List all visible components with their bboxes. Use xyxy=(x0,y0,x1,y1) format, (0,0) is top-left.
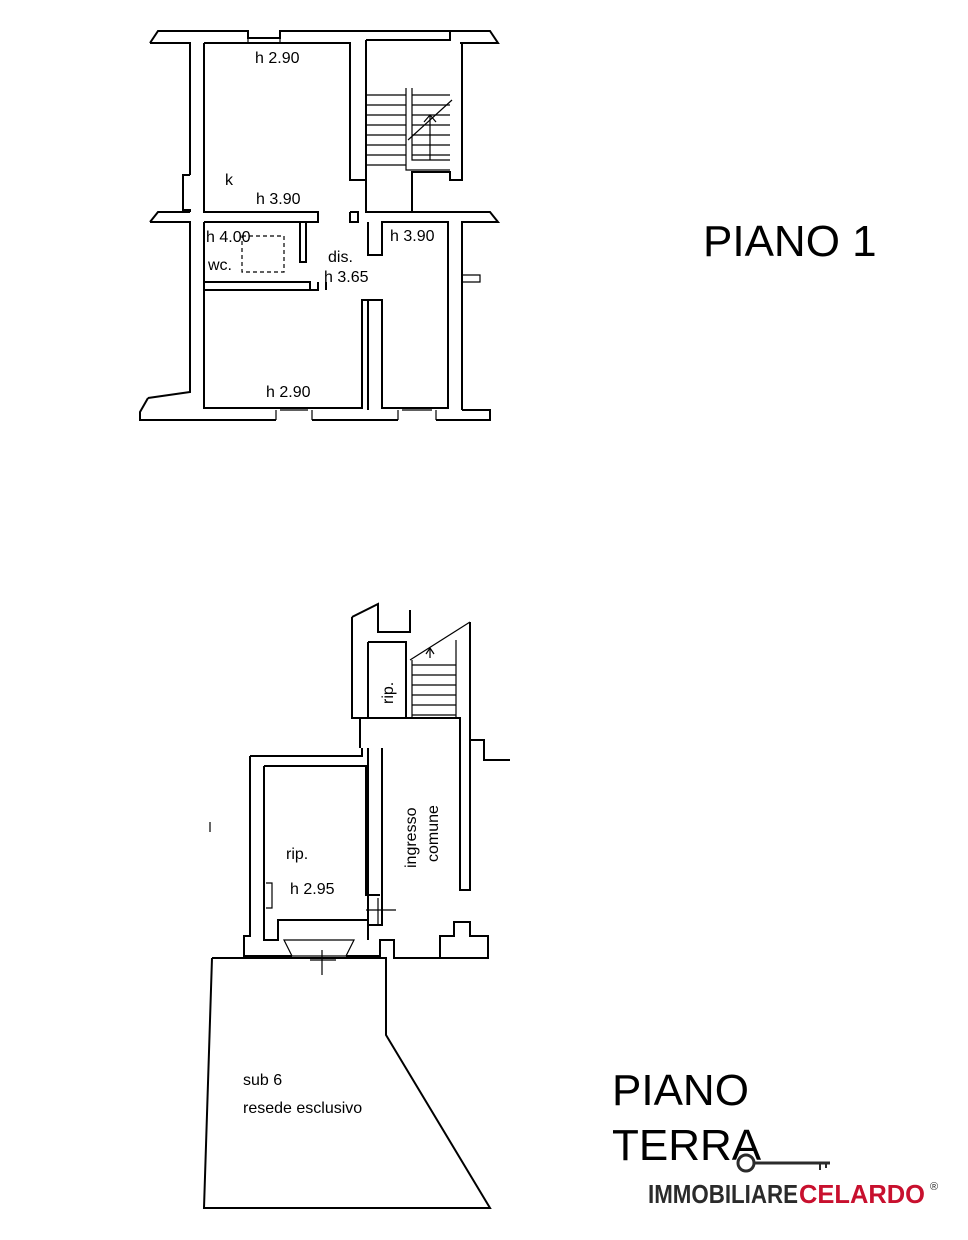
label-wc: wc. xyxy=(207,257,232,274)
label-h-kitchen: h 3.90 xyxy=(256,191,301,208)
label-ingresso: ingresso xyxy=(403,807,420,868)
floor1-title: PIANO 1 xyxy=(703,217,877,266)
brand-part2: CELARDO xyxy=(799,1179,925,1209)
floor1-plan xyxy=(139,30,501,421)
label-disimpegno: dis. xyxy=(328,249,353,266)
label-kitchen: k xyxy=(225,172,234,189)
label-h-top: h 2.90 xyxy=(255,50,300,67)
label-rip: rip. xyxy=(286,846,308,863)
label-resede: resede esclusivo xyxy=(243,1100,362,1117)
key-icon xyxy=(736,1153,830,1173)
label-h-dis: h 3.65 xyxy=(324,269,369,286)
brand-part1: IMMOBILIARE xyxy=(648,1179,798,1209)
ground-title-line1: PIANO xyxy=(612,1066,749,1115)
label-comune: comune xyxy=(425,805,442,862)
label-h-bottom: h 2.90 xyxy=(266,384,311,401)
brand-registered-mark: ® xyxy=(930,1181,938,1193)
label-rip-small: rip. xyxy=(380,682,397,704)
brand-logo: IMMOBILIARE CELARDO ® xyxy=(648,1179,938,1209)
ground-floor-plan xyxy=(202,602,510,1209)
label-h-right-room: h 3.90 xyxy=(390,228,435,245)
label-sub: sub 6 xyxy=(243,1072,282,1089)
label-h-wc: h 4.00 xyxy=(206,229,251,246)
label-h-rip: h 2.95 xyxy=(290,881,335,898)
